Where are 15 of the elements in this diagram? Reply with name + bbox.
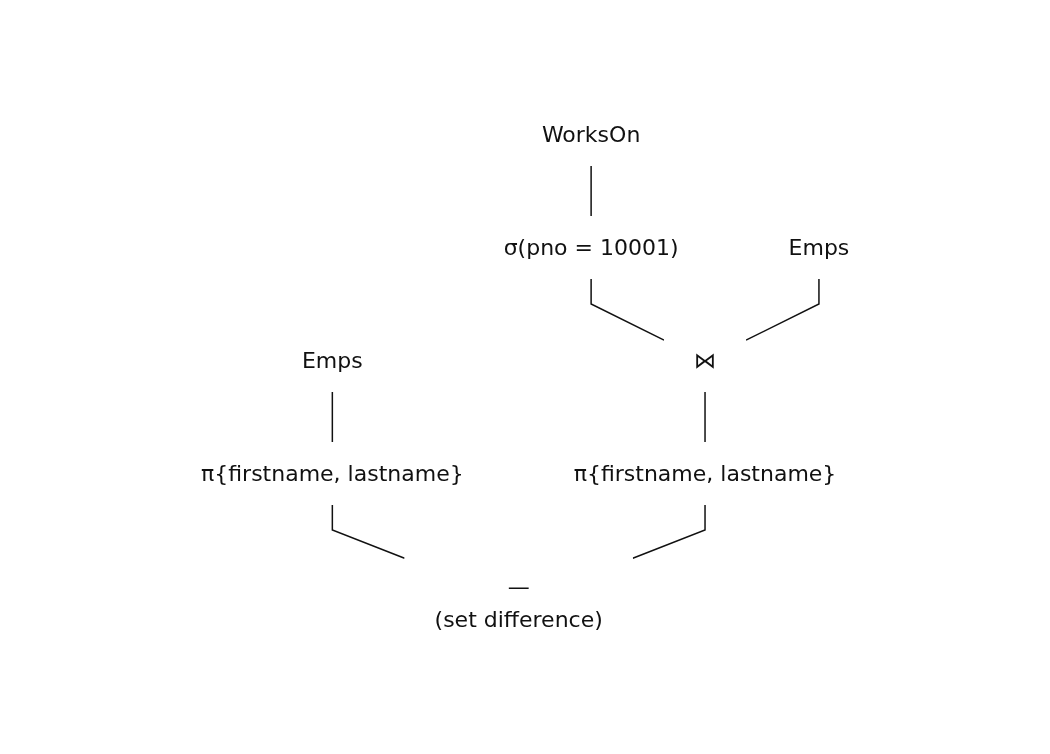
node-text: π{firstname, lastname} — [573, 461, 837, 486]
connector — [331, 504, 406, 560]
connector — [590, 278, 665, 341]
connector — [745, 278, 820, 341]
connector — [704, 391, 706, 443]
node-text: π{firstname, lastname} — [200, 461, 464, 486]
node-text: Emps — [788, 235, 850, 260]
connector — [631, 504, 706, 560]
node-text: — (set difference) — [434, 574, 603, 632]
connector — [331, 391, 333, 443]
node-text: σ(pno = 10001) — [503, 235, 679, 260]
node-text: Emps — [301, 348, 363, 373]
node-text: WorksOn — [541, 122, 641, 147]
connector — [590, 165, 592, 217]
node-text: ⋈ — [693, 348, 716, 373]
